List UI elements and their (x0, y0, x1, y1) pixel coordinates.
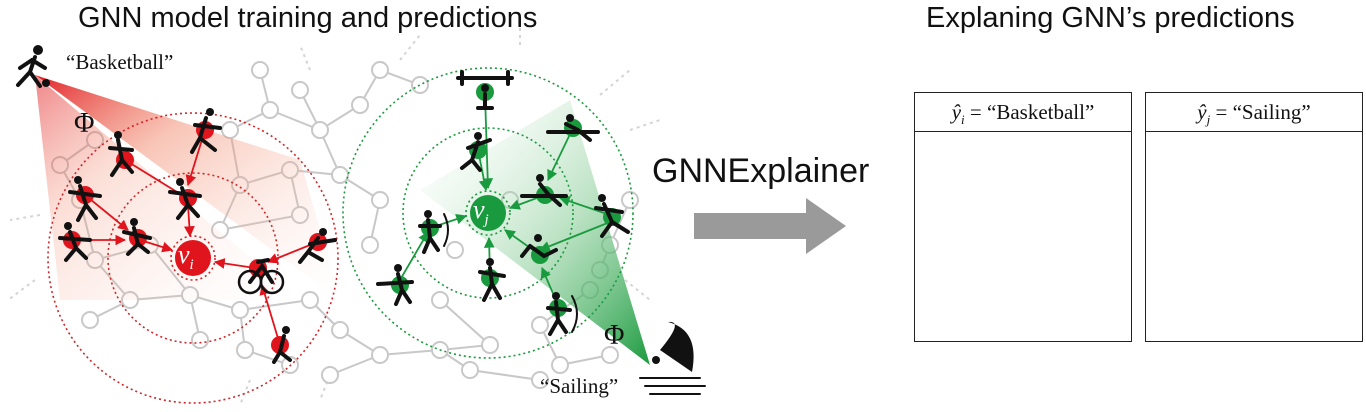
title-training: GNN model training and predictions (78, 2, 538, 34)
label-sailing: “Sailing” (540, 374, 619, 398)
green-region-athletes-icon (376, 70, 630, 336)
explanation-panel-sailing: ŷj = “Sailing” (1145, 92, 1363, 342)
basketball-player-icon (16, 45, 50, 88)
panel-header-basketball: ŷi = “Basketball” (915, 93, 1131, 132)
phi-fan-red-wide (35, 75, 300, 300)
label-basketball: “Basketball” (66, 50, 174, 74)
panel-vj-label: vj (1170, 253, 1189, 290)
red-region-athletes-icon (58, 108, 337, 364)
node-vj-label: vj (473, 195, 489, 229)
node-vi (175, 240, 211, 276)
green-neighborhood-rings (342, 67, 634, 359)
sailing-boat-icon (639, 321, 706, 395)
explanation-panel-basketball: ŷi = “Basketball” (914, 92, 1132, 342)
phi-fan-red (35, 75, 340, 300)
panel-vi-label: vi (1080, 296, 1099, 333)
node-vj (470, 195, 506, 231)
gnnexplainer-label: GNNExplainer (652, 152, 870, 190)
phi-label-green: Φ (604, 320, 625, 351)
gnnexplainer-arrow (694, 198, 846, 254)
panel-header-sailing: ŷj = “Sailing” (1146, 93, 1362, 132)
node-vi-label: vi (178, 240, 194, 274)
athlete-pictograms (16, 45, 706, 395)
title-explaining: Explaning GNN’s predictions (926, 2, 1295, 34)
phi-label-red: Φ (74, 108, 95, 139)
